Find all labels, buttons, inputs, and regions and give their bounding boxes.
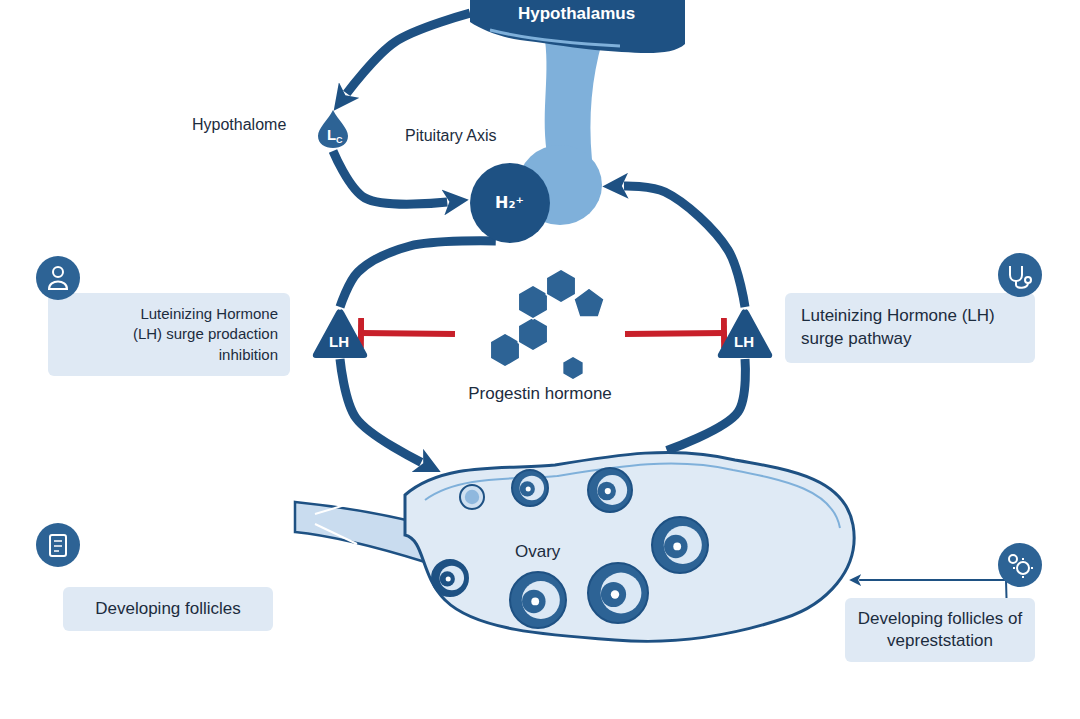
node-label: H₂⁺ xyxy=(495,193,524,212)
cycle-arc xyxy=(340,241,496,307)
follicle xyxy=(432,560,468,596)
cycle-arrow xyxy=(333,151,447,204)
progestin-molecule: Progestin hormone xyxy=(455,272,625,407)
cycle-arrow xyxy=(340,359,421,462)
molecule-ring xyxy=(574,288,604,317)
person-icon xyxy=(36,256,80,300)
inhibition-line xyxy=(625,333,724,334)
molecule-ring xyxy=(546,269,575,303)
callout-box: Luteinizing Hormone (LH) surge pathway xyxy=(785,293,1035,363)
pituitary-node: Pituitary AxisH₂⁺ xyxy=(465,143,605,243)
anterior-lobe xyxy=(470,163,550,243)
molecule-ring xyxy=(490,333,519,367)
lh-triangle: LH xyxy=(312,308,368,358)
pituitary-node-outline xyxy=(465,143,605,243)
pointer-arrow xyxy=(859,580,1006,598)
pituitary-stalk xyxy=(545,40,602,160)
follicle xyxy=(460,485,484,509)
node-label: LH xyxy=(734,333,754,350)
node-label: L xyxy=(327,126,336,143)
callout-box: Developing follicles xyxy=(63,587,273,631)
tube-arrow xyxy=(315,502,355,514)
follicle xyxy=(512,470,548,506)
node-label: Progestin hormone xyxy=(455,384,625,404)
node-label: Developing follicles xyxy=(73,599,263,619)
cycle-arrow xyxy=(347,13,470,93)
node-label: Hypothalamus xyxy=(518,4,635,24)
node-label: Luteinizing Hormone (LH) surge prodactio… xyxy=(114,304,278,365)
node-label: C xyxy=(336,135,343,145)
follicle xyxy=(652,517,708,573)
node-label: Luteinizing Hormone (LH) surge pathway xyxy=(801,305,1017,351)
ovary-outline xyxy=(405,452,854,641)
clipboard-icon xyxy=(36,523,80,567)
cycle-arrow xyxy=(624,186,745,307)
gear-icon xyxy=(998,543,1042,587)
callout-box: Luteinizing Hormone (LH) surge prodactio… xyxy=(48,293,290,376)
droplet-shape xyxy=(318,110,348,148)
node-label: LH xyxy=(329,333,349,350)
ovary-node: Ovary xyxy=(295,440,855,650)
node-label: Developing follicles of vepreststation xyxy=(855,608,1025,652)
inhibition-line xyxy=(361,333,455,334)
lh-triangle xyxy=(313,309,367,358)
node-label: Pituitary Axis xyxy=(405,127,497,145)
node-label: Hypothalome xyxy=(192,116,286,134)
lh-triangle: LH xyxy=(717,308,773,358)
stethoscope-icon xyxy=(998,253,1042,297)
follicle xyxy=(588,468,632,512)
ovary-rim xyxy=(425,464,840,528)
hypothalamus-shape xyxy=(470,0,685,53)
follicle xyxy=(588,563,648,623)
hypothalamus-shape: Hypothalamus xyxy=(470,0,685,60)
molecule-ring xyxy=(518,317,547,351)
molecule-ring xyxy=(518,285,547,319)
droplet-node: HypothalomeLC xyxy=(318,110,348,148)
hypothalamus-highlight xyxy=(490,30,620,46)
callout-box: Developing follicles of vepreststation xyxy=(845,598,1035,662)
tube-arrow xyxy=(315,524,357,544)
molecule-ring xyxy=(563,356,584,380)
ovary-node-outline xyxy=(295,440,855,650)
cycle-arc xyxy=(667,359,746,451)
lh-triangle xyxy=(718,309,772,358)
node-label: Ovary xyxy=(515,542,560,562)
follicle xyxy=(510,572,566,628)
